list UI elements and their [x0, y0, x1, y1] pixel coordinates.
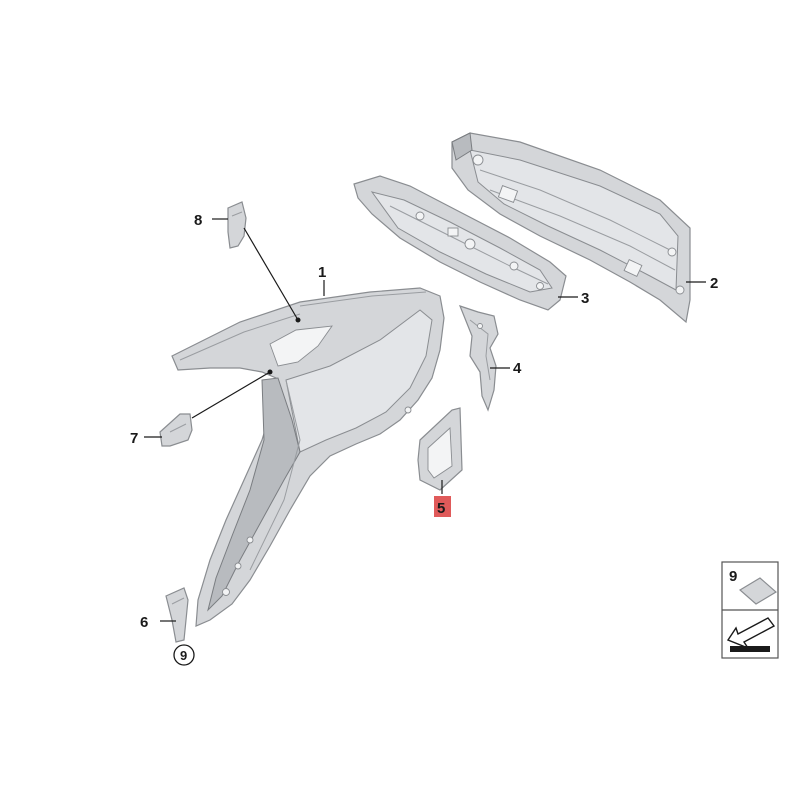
callout-2[interactable]: 2: [710, 275, 718, 292]
callout-4[interactable]: 4: [513, 360, 522, 377]
callout-7[interactable]: 7: [130, 430, 138, 447]
part-8-upper-bracket[interactable]: [227, 201, 247, 249]
part-7-mounting-bracket[interactable]: [159, 413, 193, 447]
callout-6[interactable]: 6: [140, 614, 148, 631]
leader-lines: [144, 218, 706, 622]
callout-5-highlight: [434, 496, 451, 517]
part-6-small-bracket[interactable]: [165, 587, 189, 643]
arrow-icon: [726, 617, 776, 652]
callout-5[interactable]: 5: [437, 500, 445, 517]
part-3-cross-member[interactable]: [353, 175, 567, 311]
legend-number: 9: [729, 568, 737, 585]
legend-box: 9: [721, 561, 779, 659]
part-4-bracket[interactable]: [458, 305, 499, 412]
part-2-rear-panel[interactable]: [451, 132, 691, 324]
callout-9-circled[interactable]: 9: [180, 648, 187, 663]
callout-1[interactable]: 1: [318, 264, 326, 281]
circled-callout-ring: [173, 644, 195, 666]
part-1-side-panel[interactable]: [171, 287, 445, 627]
part-5-gasket-plate[interactable]: [417, 407, 463, 491]
legend-part-thumbnail: [738, 577, 778, 605]
callout-8[interactable]: 8: [194, 212, 202, 229]
callout-3[interactable]: 3: [581, 290, 589, 307]
